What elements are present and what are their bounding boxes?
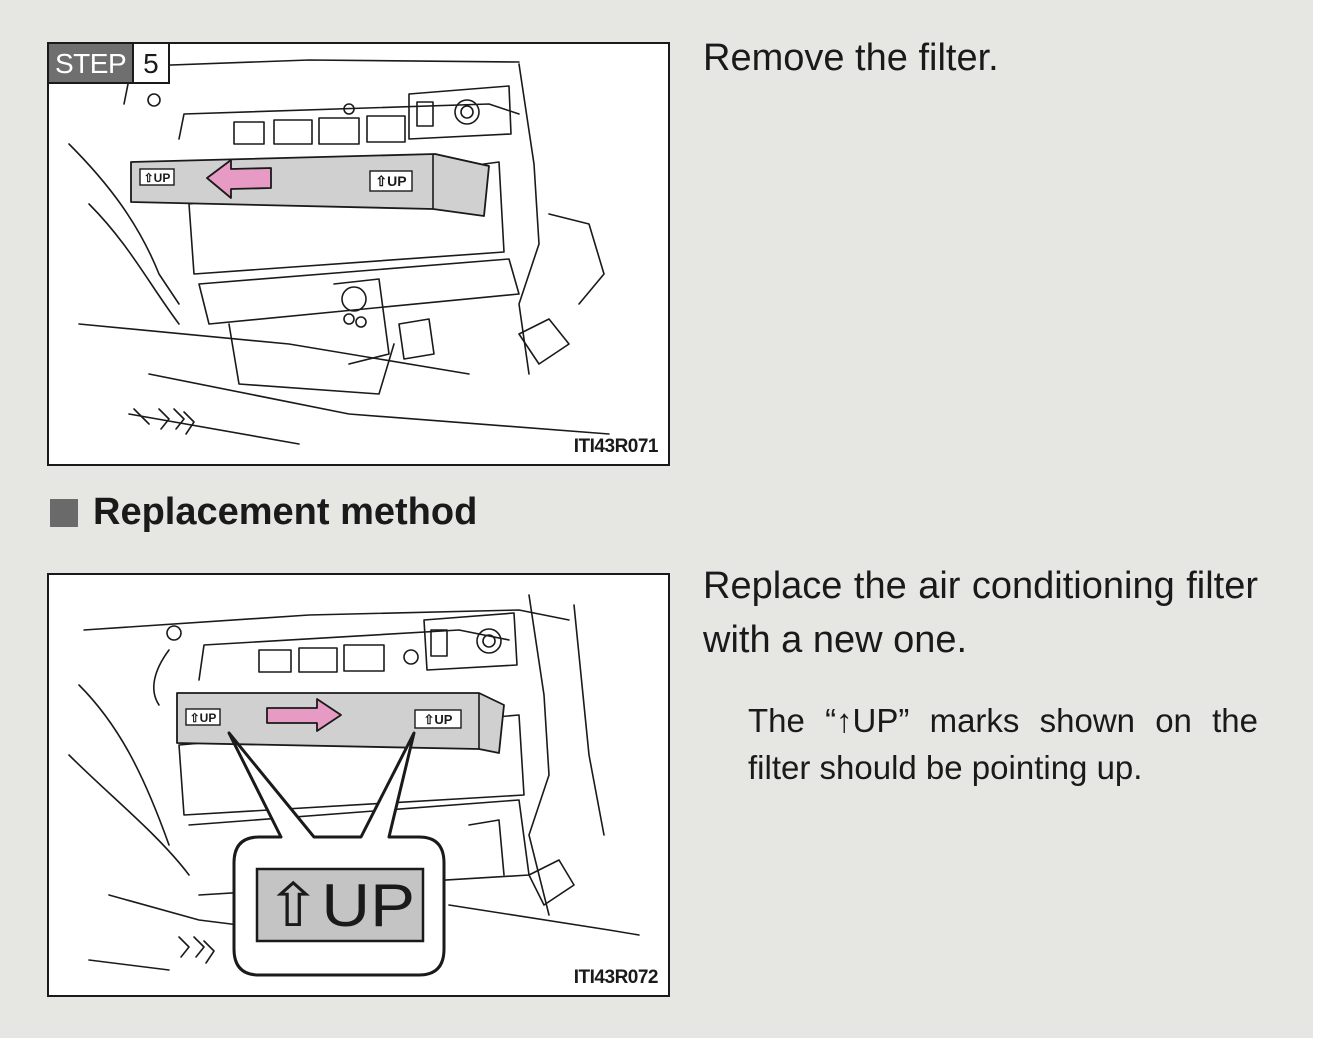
section-heading: Replacement method	[50, 491, 477, 534]
figure-code: ITI43R071	[573, 436, 659, 457]
connector	[528, 859, 575, 906]
filter-removal-illustration: ⇧UP ⇧UP	[68, 59, 610, 445]
mount-hole	[343, 313, 355, 325]
floor-line	[108, 894, 240, 926]
screw-hole	[403, 649, 419, 665]
bracket	[423, 612, 518, 671]
step-badge: STEP 5	[49, 44, 170, 84]
vent-slat	[203, 940, 215, 964]
housing-window	[343, 644, 385, 672]
bolt	[476, 628, 502, 654]
clip	[468, 819, 505, 876]
callout-up-label: ⇧UP	[265, 872, 415, 939]
floor-line	[88, 959, 170, 971]
bracket	[408, 85, 512, 140]
housing-lower	[198, 258, 520, 325]
bolt-center	[482, 634, 496, 648]
screw-hole	[166, 625, 182, 641]
air-filter: ⇧UP ⇧UP	[130, 153, 490, 217]
housing-window	[318, 117, 360, 145]
vent-slat	[133, 408, 150, 425]
up-mark-box	[185, 708, 221, 726]
bolt	[454, 99, 480, 125]
left-curve	[68, 143, 180, 305]
floor-line	[148, 373, 610, 435]
callout-label-box	[255, 867, 425, 943]
housing-top	[198, 629, 510, 681]
vent-slat	[193, 936, 205, 958]
up-mark-right: ⇧UP	[375, 173, 406, 189]
screw-hole	[343, 103, 355, 115]
right-curve	[548, 213, 605, 305]
right-panel	[528, 594, 550, 916]
left-curve	[68, 754, 190, 876]
left-curve	[88, 203, 180, 325]
up-mark-callout: ⇧UP	[227, 731, 446, 977]
right-panel	[518, 63, 540, 375]
bolt-center	[460, 105, 474, 119]
filter-replacement-illustration: ⇧UP ⇧UP ⇧UP	[68, 594, 640, 977]
section-title: Replacement method	[93, 491, 478, 533]
up-mark-right: ⇧UP	[424, 712, 453, 727]
bracket-clip	[430, 629, 448, 657]
section-square-icon	[50, 498, 78, 527]
lower-housing	[228, 323, 395, 395]
vent-slat	[183, 411, 195, 435]
dashboard-edge	[83, 609, 570, 631]
bracket-clip	[416, 101, 434, 127]
housing-window	[273, 119, 313, 145]
step-label: STEP	[49, 44, 133, 82]
up-mark-box	[139, 168, 175, 186]
housing-window	[258, 649, 292, 673]
figure-code: ITI43R072	[573, 967, 659, 988]
left-curve	[78, 684, 170, 846]
pink-arrow-left	[206, 159, 272, 199]
mount-bolt	[341, 286, 367, 312]
figure-remove-filter: STEP 5	[47, 42, 670, 466]
connector	[518, 318, 570, 365]
step-number: 5	[132, 44, 168, 82]
clip	[398, 318, 435, 360]
vent-slat	[173, 408, 185, 430]
instruction-replace: Replace the air conditioning filter with…	[703, 565, 1258, 661]
housing-top	[178, 103, 520, 140]
dashboard-curve	[153, 649, 170, 706]
up-mark-box	[369, 170, 413, 192]
up-mark-box	[414, 709, 462, 729]
instruction-remove: Remove the filter.	[703, 37, 999, 79]
screw-hole	[147, 93, 161, 107]
air-filter: ⇧UP ⇧UP	[176, 692, 505, 754]
floor-line	[128, 413, 300, 445]
floor-line	[448, 904, 640, 936]
housing-window	[366, 115, 406, 143]
vent-slat	[178, 936, 190, 958]
mount-hole	[355, 316, 367, 328]
floor-line	[78, 323, 470, 375]
instruction-note: The “↑UP” marks shown on the filter shou…	[748, 702, 1258, 786]
up-mark-left: ⇧UP	[190, 711, 217, 725]
housing-window	[298, 647, 338, 673]
right-panel	[573, 604, 605, 836]
up-mark-left: ⇧UP	[144, 171, 171, 185]
housing-window	[233, 121, 265, 145]
mount-bracket	[333, 278, 390, 365]
pink-arrow-right	[266, 698, 342, 732]
vent-slat	[158, 408, 170, 430]
figure-replace-filter: ⇧UP ⇧UP ⇧UP ITI43R072	[47, 573, 670, 997]
